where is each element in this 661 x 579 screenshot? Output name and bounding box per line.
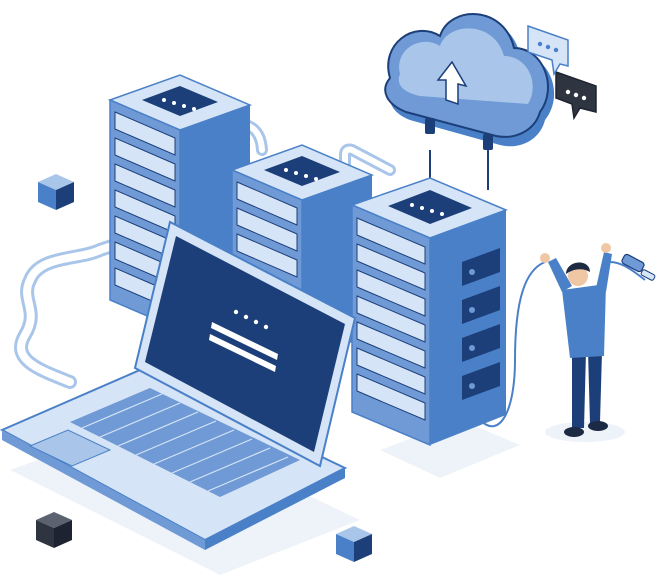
chat-bubble-icon (527, 24, 597, 121)
cube-icon (336, 526, 372, 562)
cloud-upload-icon (384, 13, 555, 150)
technician-figure-icon (540, 243, 612, 437)
login-screen-icon (209, 309, 278, 372)
server-rack-icon (349, 177, 509, 447)
laptop-cable (14, 238, 122, 389)
network-cable-plug (609, 261, 646, 281)
laptop-touchpad (28, 429, 112, 467)
network-cable (479, 261, 546, 428)
laptop-icon (0, 220, 357, 550)
cube-icon (38, 174, 74, 210)
cube-icon (36, 512, 72, 548)
laptop-keyboard (70, 388, 300, 497)
